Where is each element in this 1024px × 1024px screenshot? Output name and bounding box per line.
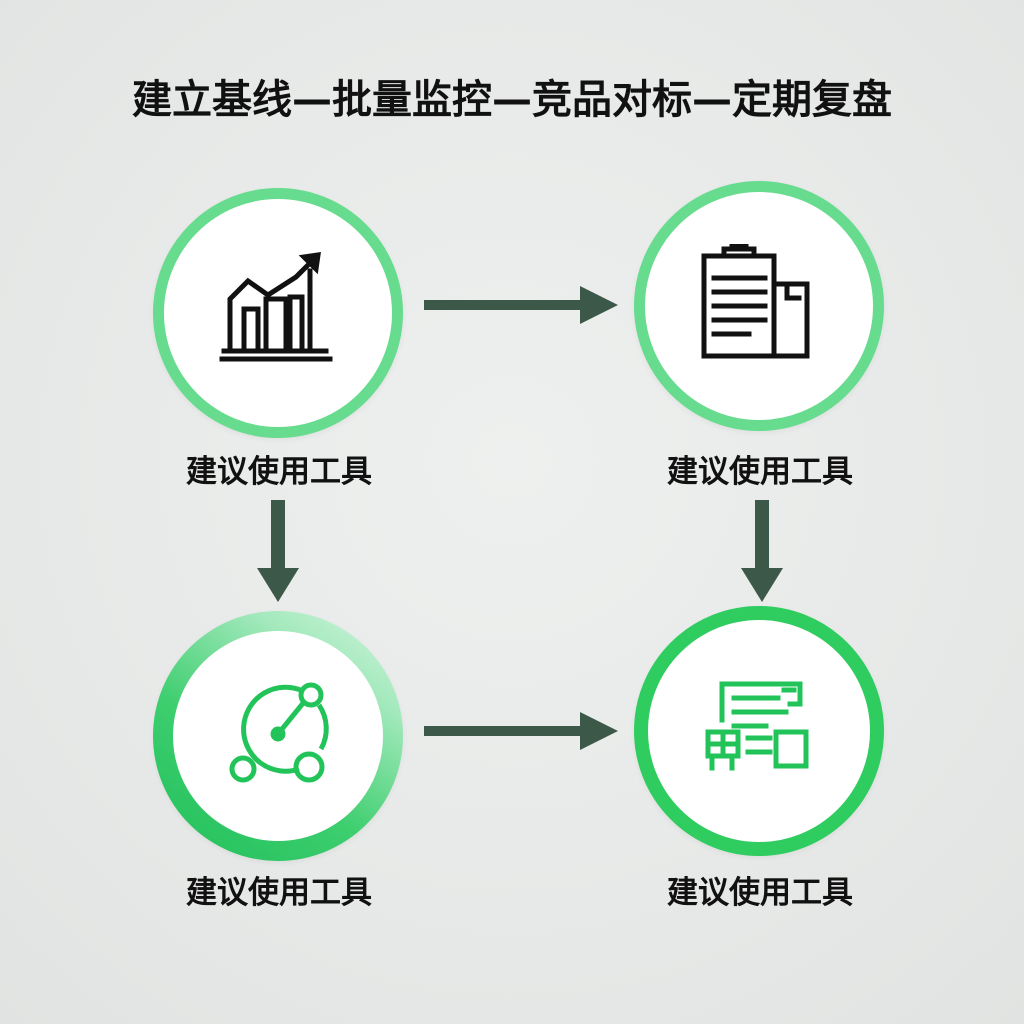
report-table-icon	[704, 674, 814, 788]
step-node-monitoring	[634, 181, 884, 431]
step-label-2: 建议使用工具	[667, 454, 853, 490]
diagram-title: 建立基线—批量监控—竞品对标—定期复盘	[132, 77, 892, 123]
arrow-right-icon	[424, 282, 620, 332]
step-node-benchmark	[153, 611, 403, 861]
arrow-down-icon	[255, 500, 301, 608]
arrow-right-icon	[424, 708, 620, 758]
step-node-baseline	[153, 188, 403, 438]
step-label-4: 建议使用工具	[667, 875, 853, 911]
step-label-1: 建议使用工具	[186, 454, 372, 490]
step-label-3: 建议使用工具	[186, 875, 372, 911]
step-node-review	[634, 606, 884, 856]
growth-chart-icon	[218, 251, 338, 375]
clipboard-document-icon	[699, 242, 819, 368]
arrow-down-icon	[739, 500, 785, 608]
node-network-icon	[223, 679, 333, 793]
